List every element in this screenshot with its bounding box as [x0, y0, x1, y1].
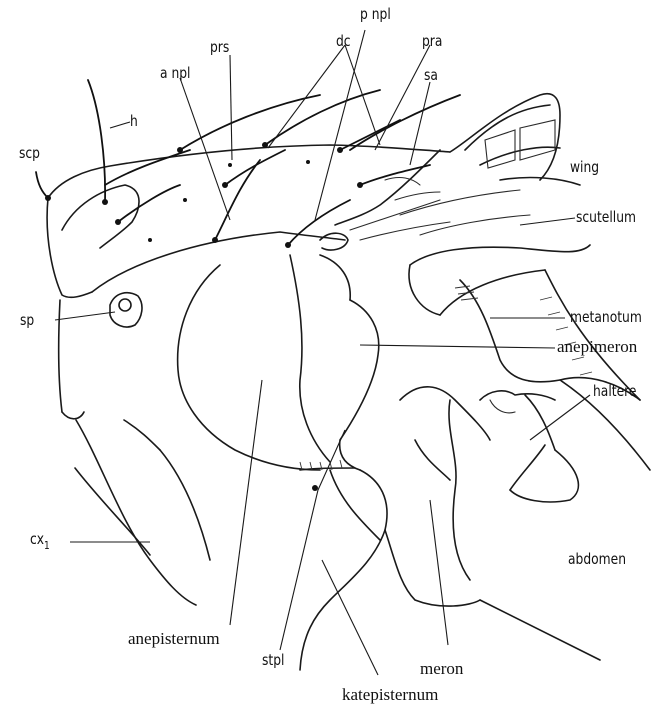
leader-dc-1	[268, 45, 345, 148]
thorax-outline	[47, 145, 450, 605]
leader-stpl-2	[318, 430, 345, 490]
label-sp: sp	[20, 313, 34, 328]
leader-a-npl	[180, 78, 230, 220]
label-cx1-main: cx	[30, 530, 44, 548]
leader-pra	[375, 45, 430, 150]
leader-haltere	[530, 395, 590, 440]
leader-anepimeron	[360, 345, 555, 348]
leader-scutellum	[520, 218, 575, 225]
label-abdomen: abdomen	[568, 552, 626, 567]
label-sa: sa	[424, 68, 438, 83]
leader-prs	[230, 55, 232, 160]
label-scutellum: scutellum	[576, 210, 636, 225]
label-haltere: haltere	[593, 384, 636, 399]
label-cx1-subscript: 1	[44, 539, 50, 552]
label-pra: pra	[422, 34, 442, 49]
bristles	[36, 80, 460, 245]
label-meron: meron	[420, 660, 463, 677]
label-metanotum: metanotum	[570, 310, 642, 325]
label-dc: dc	[336, 34, 351, 49]
leader-h	[110, 122, 130, 128]
spiracle-shape	[110, 293, 142, 327]
label-a-npl: a npl	[160, 66, 190, 81]
leader-p-npl	[315, 30, 365, 220]
label-prs: prs	[210, 40, 229, 55]
label-h: h	[130, 114, 138, 129]
hatching	[300, 286, 592, 470]
leader-anepisternum	[230, 380, 262, 625]
leader-sp	[55, 312, 115, 320]
leader-sa	[410, 82, 430, 165]
bristle-sockets	[45, 142, 363, 491]
haltere-shape	[480, 391, 578, 502]
label-scp: scp	[19, 146, 40, 161]
label-stpl: stpl	[262, 653, 284, 668]
label-anepisternum: anepisternum	[128, 630, 220, 647]
leader-dc-2	[345, 45, 380, 145]
leader-meron	[430, 500, 448, 645]
label-katepisternum: katepisternum	[342, 686, 438, 703]
label-wing: wing	[570, 160, 599, 175]
label-anepimeron: anepimeron	[557, 338, 637, 355]
abdomen-edge	[480, 380, 650, 660]
leader-stpl	[280, 490, 318, 650]
label-cx1: cx1	[30, 532, 50, 547]
leader-katepisternum	[322, 560, 378, 675]
label-p-npl: p npl	[360, 7, 391, 22]
